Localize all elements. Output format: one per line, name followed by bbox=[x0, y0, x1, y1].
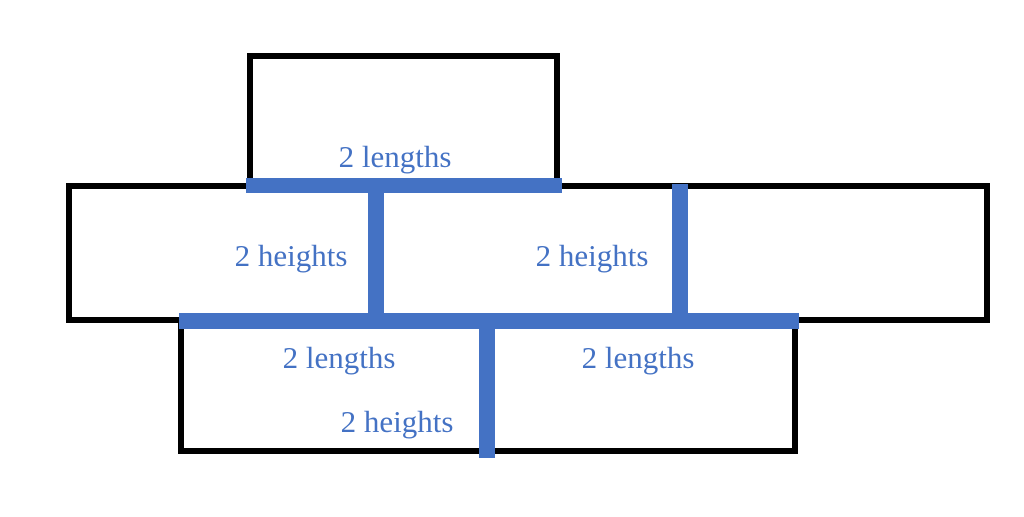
bottom-vertical-seam bbox=[479, 329, 495, 458]
bottom-vertical-seam-label: 2 heights bbox=[341, 404, 454, 439]
middle-right-vertical-seam bbox=[672, 184, 688, 314]
top-seam-label: 2 lengths bbox=[339, 139, 452, 174]
bottom-right-seam-label: 2 lengths bbox=[582, 340, 695, 375]
middle-brick bbox=[66, 183, 990, 323]
top-horizontal-seam bbox=[246, 178, 562, 193]
middle-right-seam-label: 2 heights bbox=[536, 238, 649, 273]
bottom-horizontal-seam bbox=[179, 313, 799, 329]
middle-left-vertical-seam bbox=[368, 193, 384, 314]
bottom-left-seam-label: 2 lengths bbox=[283, 340, 396, 375]
middle-left-seam-label: 2 heights bbox=[235, 238, 348, 273]
